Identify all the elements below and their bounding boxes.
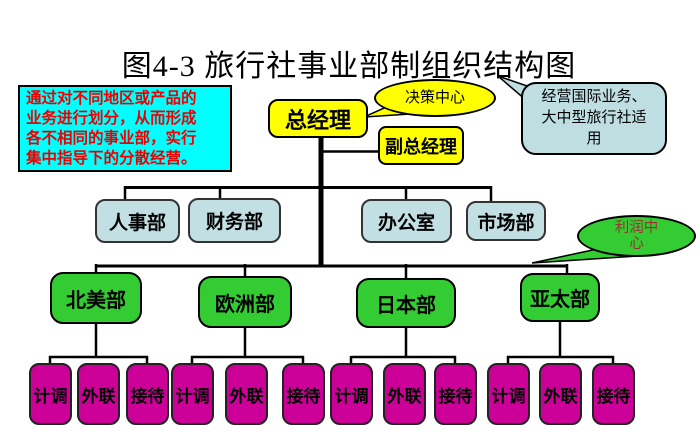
description-note: 通过对不同地区或产品的 业务进行划分，从而形成 各不相同的事业部，实行 集中指导… bbox=[18, 85, 232, 172]
node-ap-reception: 接待 bbox=[592, 363, 635, 425]
applicability-line-1: 经营国际业务、 bbox=[541, 89, 647, 105]
decision-center-label: 决策中心 bbox=[404, 89, 465, 106]
node-japan-division: 日本部 bbox=[356, 278, 456, 328]
node-jp-planning: 计调 bbox=[330, 363, 373, 425]
chart-title: 图4-3 旅行社事业部制组织结构图 bbox=[121, 50, 577, 83]
applicability-line-2: 大中型旅行社适 bbox=[541, 110, 647, 126]
node-north-america-division: 北美部 bbox=[50, 272, 142, 324]
node-marketing-department: 市场部 bbox=[466, 201, 546, 241]
profit-center-line-2: 心 bbox=[629, 236, 644, 252]
applicability-line-3: 用 bbox=[586, 131, 602, 147]
node-asia-pacific-division: 亚太部 bbox=[520, 273, 600, 322]
node-jp-reception: 接待 bbox=[434, 363, 477, 425]
note-line-2: 业务进行划分，从而形成 bbox=[26, 110, 197, 127]
node-eu-reception: 接待 bbox=[282, 363, 325, 425]
node-finance-department: 财务部 bbox=[188, 198, 281, 243]
node-na-planning: 计调 bbox=[29, 363, 72, 425]
node-general-manager: 总经理 bbox=[268, 99, 368, 138]
node-europe-division: 欧洲部 bbox=[198, 276, 292, 328]
note-line-1: 通过对不同地区或产品的 bbox=[26, 90, 197, 107]
applicability-callout: 经营国际业务、 大中型旅行社适 用 bbox=[521, 82, 667, 155]
node-na-reception: 接待 bbox=[126, 363, 169, 425]
node-ap-liaison: 外联 bbox=[539, 363, 582, 425]
node-na-liaison: 外联 bbox=[77, 363, 120, 425]
note-line-4: 集中指导下的分散经营。 bbox=[26, 150, 197, 167]
profit-center-callout: 利润中 心 bbox=[577, 215, 696, 257]
node-eu-planning: 计调 bbox=[171, 363, 214, 425]
decision-center-callout: 决策中心 bbox=[374, 79, 496, 117]
node-ap-planning: 计调 bbox=[487, 363, 530, 425]
org-tree-lines bbox=[48, 137, 615, 366]
node-deputy-general-manager: 副总经理 bbox=[378, 126, 464, 165]
node-office: 办公室 bbox=[361, 199, 452, 243]
note-line-3: 各不相同的事业部，实行 bbox=[26, 130, 197, 147]
node-jp-liaison: 外联 bbox=[383, 363, 426, 425]
node-eu-liaison: 外联 bbox=[225, 363, 268, 425]
profit-center-line-1: 利润中 bbox=[614, 220, 659, 236]
node-hr-department: 人事部 bbox=[95, 199, 180, 243]
